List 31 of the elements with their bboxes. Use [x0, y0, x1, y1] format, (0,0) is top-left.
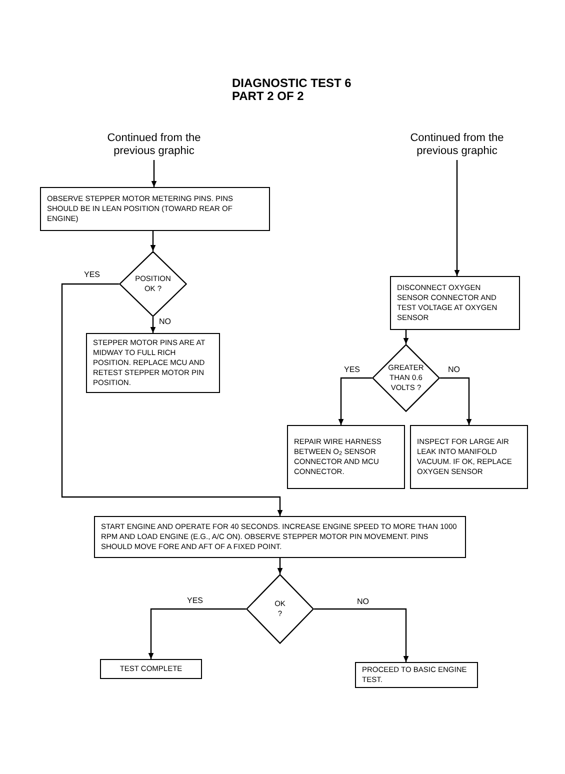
arrow: [148, 608, 246, 659]
process-box: [94, 516, 466, 558]
decision-diamond: [372, 344, 440, 412]
arrow: [150, 317, 156, 333]
process-box: [355, 662, 478, 688]
arrow: [403, 330, 409, 344]
arrow: [454, 160, 460, 276]
edge-label: YES: [343, 366, 362, 374]
arrow: [151, 160, 157, 187]
edge-label: YES: [186, 597, 204, 605]
arrow: [440, 377, 472, 425]
process-box: [287, 425, 405, 489]
edge-label: NO: [158, 318, 172, 326]
process-box: [390, 276, 520, 330]
arrow: [314, 608, 409, 662]
arrow: [338, 377, 372, 425]
continuation-note: Continued from the previous graphic: [99, 132, 209, 158]
continuation-note: Continued from the previous graphic: [402, 132, 512, 158]
edge-label: NO: [447, 366, 461, 374]
decision-diamond: [246, 574, 314, 644]
process-box: [86, 333, 220, 393]
title: DIAGNOSTIC TEST 6 PART 2 OF 2: [232, 77, 352, 102]
process-box: [100, 659, 202, 679]
edge-label: NO: [356, 598, 370, 606]
process-box: [410, 425, 528, 489]
arrow: [150, 231, 156, 251]
edge-label: YES: [83, 271, 102, 279]
arrow: [61, 283, 283, 516]
arrow: [277, 558, 283, 574]
decision-diamond: [119, 251, 187, 317]
process-box: [40, 187, 270, 231]
